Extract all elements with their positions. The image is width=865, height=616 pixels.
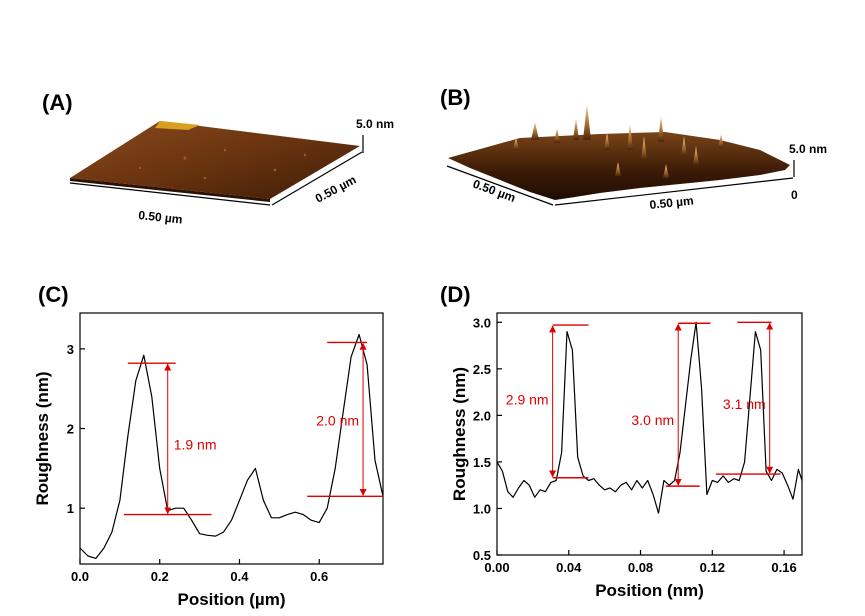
x-tick-label-c: 0.0 — [71, 569, 89, 584]
b-y-dim-axis — [446, 165, 554, 206]
height-annotation-c: 2.0 nm — [316, 413, 359, 429]
a-z-dim-label: 5.0 nm — [356, 117, 394, 131]
b-x-dim-label: 0.50 µm — [649, 193, 695, 212]
plot-frame-c — [79, 312, 384, 565]
panel-b: (B) 0.50 µm 0.50 µm — [440, 85, 827, 212]
y-tick-label-d: 3.0 — [473, 315, 491, 330]
y-tick-label-c: 2 — [67, 422, 74, 437]
b-x-dim-axis — [554, 177, 794, 206]
surface-front-edge — [70, 178, 270, 202]
b-z-top-label: 5.0 nm — [789, 142, 827, 156]
y-tick-label-d: 1.0 — [473, 501, 491, 516]
x-tick-label-d: 0.04 — [556, 560, 582, 575]
y-tick-label-d: 1.5 — [473, 455, 491, 470]
panel-d-label: (D) — [440, 282, 471, 307]
x-tick-label-d: 0.12 — [700, 560, 725, 575]
panel-b-label: (B) — [440, 85, 471, 110]
height-annotation-d: 3.0 nm — [631, 412, 674, 428]
x-tick-label-d: 0.08 — [628, 560, 653, 575]
afm-surface-flat — [70, 121, 360, 199]
x-tick-label-c: 0.2 — [151, 569, 169, 584]
y-tick-label-d: 2.0 — [473, 408, 491, 423]
x-tick-label-c: 0.4 — [230, 569, 249, 584]
surface-spikes — [513, 104, 724, 178]
y-axis-title-d: Roughness (nm) — [450, 367, 469, 501]
height-annotation-c: 1.9 nm — [174, 436, 217, 452]
x-tick-label-c: 0.6 — [310, 569, 328, 584]
y-tick-label-c: 3 — [67, 342, 74, 357]
afm-surface-rough — [448, 132, 790, 200]
a-x-dim-label: 0.50 µm — [138, 208, 184, 227]
y-tick-label-c: 1 — [67, 501, 74, 516]
x-tick-label-d: 0.00 — [484, 560, 509, 575]
panel-d-chart: (D) 0.00 0.04 0.08 0.12 0.16 0.5 1.0 1.5 2.0 2.5 3.… — [440, 282, 803, 600]
profile-line-c — [79, 333, 384, 560]
x-tick-label-d: 0.16 — [771, 560, 796, 575]
x-axis-title-d: Position (nm) — [595, 581, 704, 600]
surface-bright-corner — [155, 121, 200, 130]
height-annotation-d: 2.9 nm — [506, 392, 549, 408]
y-tick-label-d: 2.5 — [473, 362, 491, 377]
b-z-bottom-label: 0 — [791, 188, 798, 202]
y-dim-axis — [271, 151, 363, 206]
panel-a-label: (A) — [42, 90, 73, 115]
x-axis-title-c: Position (µm) — [177, 590, 285, 609]
panel-c-label: (C) — [38, 282, 69, 307]
profile-line-d — [496, 321, 803, 514]
panel-a: (A) 0.50 µm 0.50 µm 5.0 nm — [42, 90, 394, 227]
y-axis-title-c: Roughness (nm) — [33, 371, 52, 505]
x-dim-axis — [69, 182, 271, 206]
height-annotation-d: 3.1 nm — [723, 396, 766, 412]
surface-speckles — [138, 148, 307, 180]
y-tick-label-d: 0.5 — [473, 548, 491, 563]
plot-frame-d — [496, 312, 803, 556]
